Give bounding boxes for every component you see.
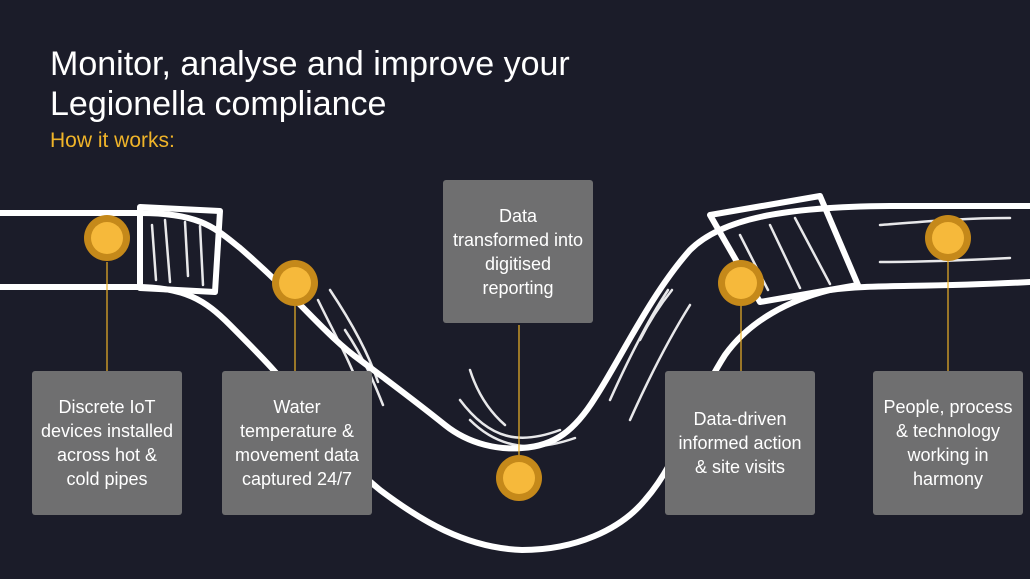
step-card-5: People, process & technology working in … [873, 371, 1023, 515]
sensor-node-4 [718, 260, 764, 306]
step-label: Water temperature & movement data captur… [234, 397, 360, 489]
step-card-4: Data-driven informed action & site visit… [665, 371, 815, 515]
step-card-2: Water temperature & movement data captur… [222, 371, 372, 515]
step-card-1: Discrete IoT devices installed across ho… [32, 371, 182, 515]
page-subtitle: How it works: [50, 129, 175, 152]
sensor-node-2 [272, 260, 318, 306]
sensor-node-1 [84, 215, 130, 261]
step-label: Data transformed into digitised reportin… [452, 205, 584, 298]
step-label: People, process & technology working in … [883, 397, 1013, 489]
step-label: Discrete IoT devices installed across ho… [40, 397, 174, 489]
page-title: Monitor, analyse and improve your Legion… [50, 45, 570, 123]
step-card-3: Data transformed into digitised reportin… [443, 180, 593, 323]
sensor-node-5 [925, 215, 971, 261]
connector-lines [106, 260, 949, 456]
sensor-node-3 [496, 455, 542, 501]
step-label: Data-driven informed action & site visit… [678, 409, 802, 477]
pipe-outline [0, 193, 1030, 553]
